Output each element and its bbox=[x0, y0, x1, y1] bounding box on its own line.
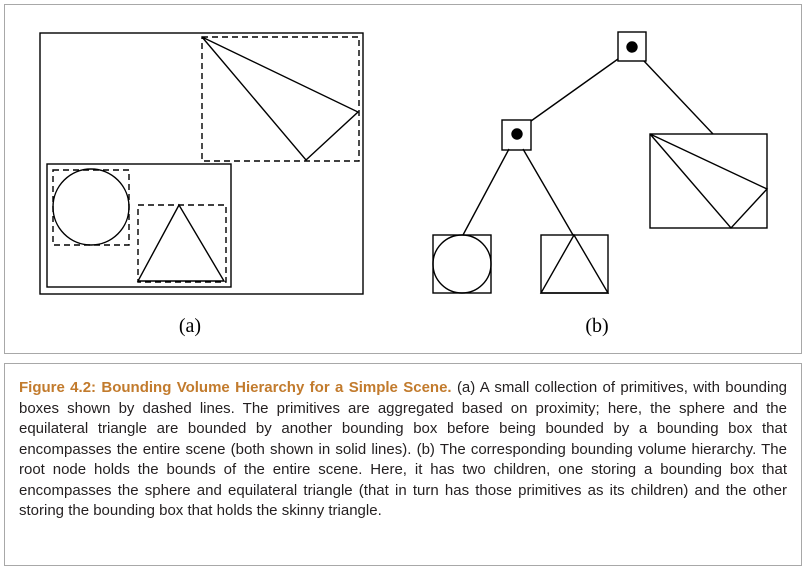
edge-interior-sphere-leaf bbox=[462, 148, 510, 236]
bvh-figure bbox=[39, 31, 769, 295]
skinny-triangle-leaf-shape bbox=[649, 133, 769, 230]
scene-bounding-box bbox=[39, 32, 364, 295]
root-node-dot bbox=[626, 41, 638, 53]
label-b: (b) bbox=[585, 315, 609, 337]
interior-node-dot bbox=[511, 128, 523, 140]
edge-root-interior bbox=[530, 58, 619, 122]
skinny-triangle bbox=[201, 36, 360, 162]
skinny-triangle-bounds bbox=[201, 36, 360, 162]
triangle-leaf-shape bbox=[539, 233, 610, 294]
caption-text: (a) A small collection of primitives, wi… bbox=[19, 379, 788, 519]
sphere-triangle-bounding-box bbox=[46, 163, 232, 288]
figure-caption: Figure 4.2: Bounding Volume Hierarchy fo… bbox=[19, 378, 787, 522]
label-a: (a) bbox=[178, 315, 202, 337]
sphere bbox=[52, 168, 130, 246]
caption-panel: Figure 4.2: Bounding Volume Hierarchy fo… bbox=[4, 363, 802, 566]
edge-root-skinny-leaf bbox=[643, 60, 714, 135]
caption-title: Figure 4.2: Bounding Volume Hierarchy fo… bbox=[19, 379, 452, 396]
interior-node bbox=[501, 119, 532, 151]
triangle-leaf bbox=[540, 234, 609, 294]
edge-interior-triangle-leaf bbox=[522, 148, 574, 236]
skinny-triangle-leaf bbox=[649, 133, 768, 229]
figure-panel: (a) (b) bbox=[4, 4, 802, 354]
equilateral-triangle bbox=[136, 203, 226, 282]
root-node bbox=[617, 31, 647, 62]
sphere-leaf-shape bbox=[432, 234, 492, 294]
equilateral-triangle-bounds bbox=[137, 204, 227, 283]
